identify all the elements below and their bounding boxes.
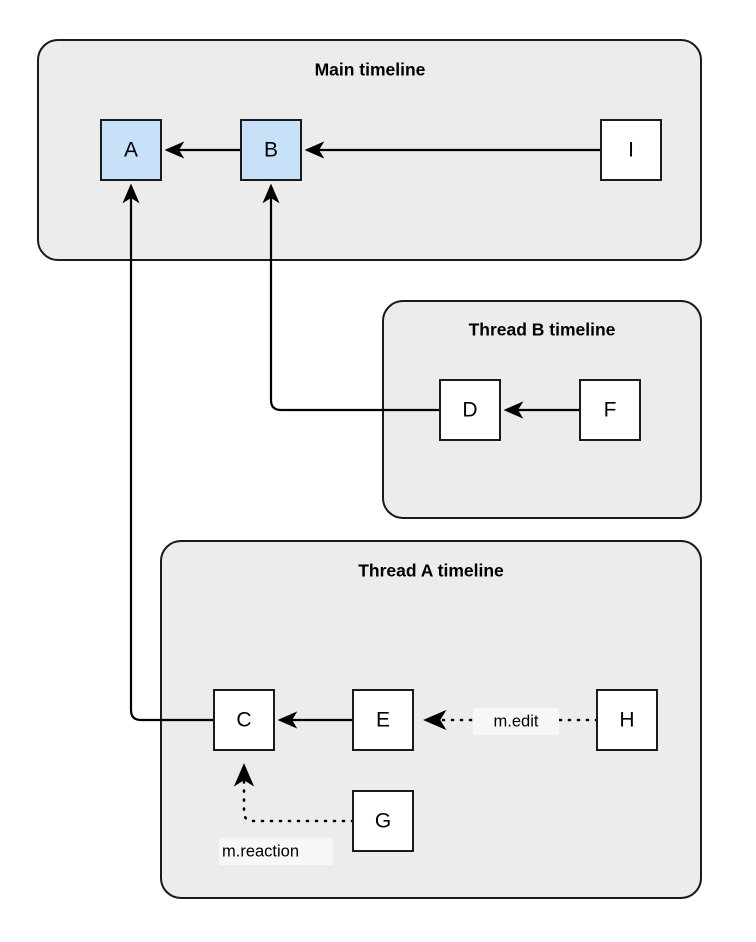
- node-E-box[interactable]: [352, 689, 414, 751]
- edge-D-to-B: [262, 183, 440, 412]
- node-B-box[interactable]: [240, 119, 302, 181]
- node-A-box[interactable]: [100, 119, 162, 181]
- edge-label-m-edit-bg: [473, 708, 559, 735]
- node-E[interactable]: E: [352, 689, 414, 751]
- edge-C-to-A: [122, 183, 214, 722]
- node-C-label: C: [236, 709, 251, 732]
- edge-label-m-reaction: m.reaction: [219, 838, 333, 865]
- edge-label-m-reaction-bg: [219, 838, 333, 865]
- node-C-box[interactable]: [213, 689, 275, 751]
- node-H[interactable]: H: [596, 689, 658, 751]
- node-D-box[interactable]: [439, 379, 501, 441]
- node-H-label: H: [619, 709, 634, 732]
- node-A[interactable]: A: [100, 119, 162, 181]
- group-main-timeline-title: Main timeline: [315, 60, 426, 80]
- node-H-box[interactable]: [596, 689, 658, 751]
- group-thread-b-timeline-title: Thread B timeline: [469, 320, 616, 340]
- node-D[interactable]: D: [439, 379, 501, 441]
- node-E-label: E: [376, 709, 390, 732]
- node-G-label: G: [375, 810, 391, 833]
- node-F-label: F: [604, 399, 617, 422]
- edge-G-to-C: [233, 763, 355, 823]
- node-G[interactable]: G: [352, 790, 414, 852]
- node-B-label: B: [264, 139, 278, 162]
- node-F-box[interactable]: [579, 379, 641, 441]
- node-B[interactable]: B: [240, 119, 302, 181]
- node-D-label: D: [462, 399, 477, 422]
- node-A-label: A: [124, 139, 138, 162]
- edge-label-m-edit-text: m.edit: [494, 712, 539, 730]
- node-F[interactable]: F: [579, 379, 641, 441]
- node-I-label: I: [628, 139, 634, 162]
- edge-label-m-reaction-text: m.reaction: [222, 842, 299, 860]
- node-G-box[interactable]: [352, 790, 414, 852]
- group-thread-a-timeline-title: Thread A timeline: [358, 561, 504, 581]
- node-I[interactable]: I: [600, 119, 662, 181]
- node-I-box[interactable]: [600, 119, 662, 181]
- edge-label-m-edit: m.edit: [473, 708, 559, 735]
- node-C[interactable]: C: [213, 689, 275, 751]
